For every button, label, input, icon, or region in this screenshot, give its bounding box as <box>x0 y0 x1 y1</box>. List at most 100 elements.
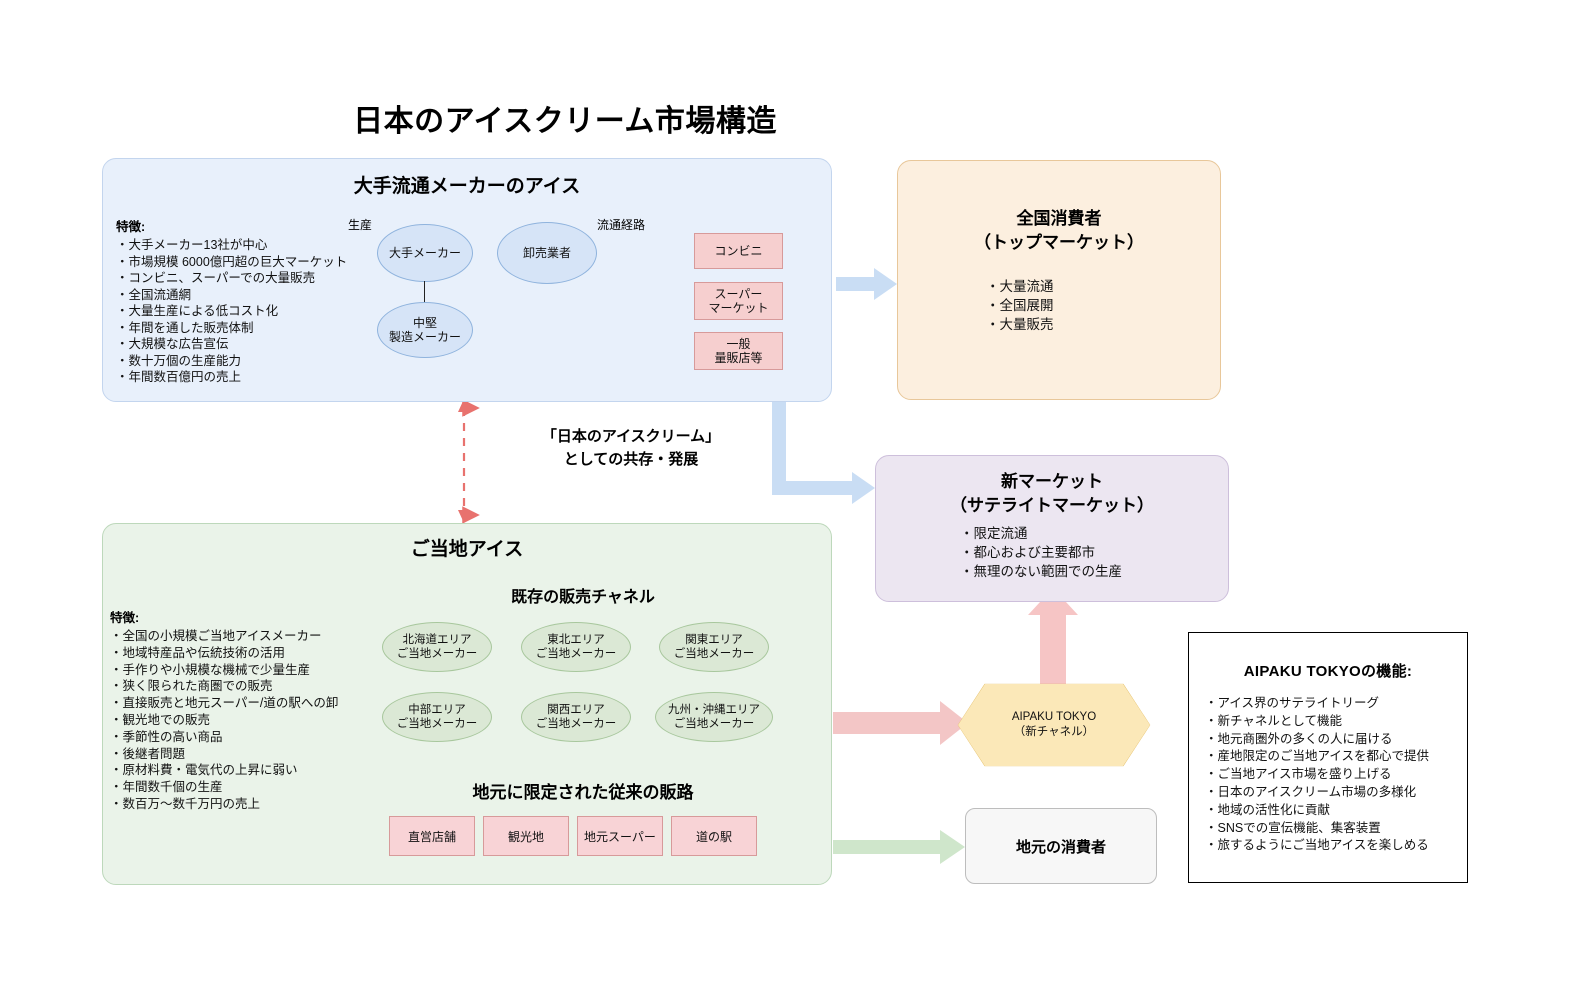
region-tohoku-line1: 東北エリア <box>547 633 605 646</box>
list-item: ・季節性の高い商品 <box>110 729 223 744</box>
region-hokkaido: 北海道エリア ご当地メーカー <box>382 622 492 672</box>
dashed-arrow-head-down <box>458 510 470 523</box>
channel-conveni-box: コンビニ <box>694 233 783 269</box>
list-item: ・旅するようにご当地アイスを楽しめる <box>1205 838 1429 853</box>
satellite-market-bullets: ・限定流通 ・都心および主要都市 ・無理のない範囲での生産 <box>960 524 1122 581</box>
channel-conveni-label: コンビニ <box>714 244 763 258</box>
list-item: ・都心および主要都市 <box>960 545 1095 560</box>
channel-mass-retail-line2: 量販店等 <box>714 351 763 365</box>
top-market-title-line1: 全国消費者 <box>1016 209 1102 228</box>
list-item: ・観光地での販売 <box>110 712 211 727</box>
region-tohoku: 東北エリア ご当地メーカー <box>521 622 631 672</box>
node-mid-maker-label-line1: 中堅 <box>412 316 437 330</box>
list-item: ・数百万～数千万円の売上 <box>110 796 261 811</box>
satellite-market-title: 新マーケット （サテライトマーケット） <box>876 470 1228 518</box>
region-tohoku-line2: ご当地メーカー <box>535 648 617 660</box>
region-kanto-line2: ご当地メーカー <box>673 648 755 660</box>
node-major-maker: 大手メーカー <box>377 224 473 282</box>
existing-channel-heading: 既存の販売チャネル <box>511 589 655 606</box>
region-kyushu-okinawa-line1: 九州・沖縄エリア <box>668 703 760 716</box>
list-item: ・新チャネルとして機能 <box>1205 713 1343 728</box>
list-item: ・大手メーカー13社が中心 <box>116 238 268 252</box>
node-major-maker-label: 大手メーカー <box>388 246 461 260</box>
region-kanto: 関東エリア ご当地メーカー <box>659 622 769 672</box>
top-market-title-line2: （トップマーケット） <box>974 233 1144 252</box>
production-label: 生産 <box>348 218 373 232</box>
region-kanto-line1: 関東エリア <box>685 633 743 646</box>
list-item: ・手作りや小規模な機械で少量生産 <box>110 662 311 677</box>
list-item: ・大量流通 <box>986 279 1054 294</box>
list-item: ・大量販売 <box>986 317 1054 332</box>
node-wholesaler-label: 卸売業者 <box>522 246 571 260</box>
region-kyushu-okinawa: 九州・沖縄エリア ご当地メーカー <box>655 692 773 742</box>
list-item: ・年間数百億円の売上 <box>116 370 242 384</box>
aipaku-tokyo-name: AIPAKU TOKYO <box>1011 711 1097 723</box>
page-title: 日本のアイスクリーム市場構造 <box>353 105 777 138</box>
list-item: ・ご当地アイス市場を盛り上げる <box>1205 767 1392 782</box>
major-features-list: ・大手メーカー13社が中心 ・市場規模 6000億円超の巨大マーケット ・コンビ… <box>116 237 347 386</box>
local-features-block: 特徴: ・全国の小規模ご当地アイスメーカー ・地域特産品や伝統技術の活用 ・手作… <box>110 607 338 813</box>
list-item: ・直接販売と地元スーパー/道の駅への卸 <box>110 696 339 711</box>
list-item: ・大規模な広告宣伝 <box>116 337 229 351</box>
coexistence-caption: 「日本のアイスクリーム」 としての共存・発展 <box>466 425 796 471</box>
satellite-market-panel: 新マーケット （サテライトマーケット） ・限定流通 ・都心および主要都市 ・無理… <box>875 455 1229 602</box>
top-market-bullets: ・大量流通 ・全国展開 ・大量販売 <box>986 277 1054 334</box>
list-item: ・原材料費・電気代の上昇に弱い <box>110 763 298 778</box>
node-mid-maker-label-line2: 製造メーカー <box>388 330 461 344</box>
node-mid-maker: 中堅 製造メーカー <box>377 302 473 358</box>
local-features-heading: 特徴: <box>110 611 140 625</box>
channel-mass-retail-line1: 一般 <box>726 337 751 351</box>
region-kansai-line2: ご当地メーカー <box>535 718 617 730</box>
satellite-market-title-line2: （サテライトマーケット） <box>950 496 1154 515</box>
local-features-list: ・全国の小規模ご当地アイスメーカー ・地域特産品や伝統技術の活用 ・手作りや小規… <box>110 628 338 813</box>
arrow-aipaku-to-satellite <box>1028 588 1078 684</box>
node-wholesaler: 卸売業者 <box>497 222 597 284</box>
list-item: ・地域特産品や伝統技術の活用 <box>110 645 286 660</box>
route-tourist-spot: 観光地 <box>483 816 569 856</box>
region-kyushu-okinawa-line2: ご当地メーカー <box>673 718 755 730</box>
top-market-panel: 全国消費者 （トップマーケット） ・大量流通 ・全国展開 ・大量販売 <box>897 160 1221 400</box>
list-item: ・年間数千個の生産 <box>110 780 223 795</box>
connector-major-to-mid <box>424 281 425 303</box>
list-item: ・限定流通 <box>960 526 1028 541</box>
local-consumer-label: 地元の消費者 <box>1015 838 1106 856</box>
arrow-major-to-topmarket <box>836 268 897 300</box>
route-local-supermarket-label: 地元スーパー <box>584 829 656 844</box>
region-hokkaido-line2: ご当地メーカー <box>396 648 478 660</box>
channel-mass-retail-box: 一般 量販店等 <box>694 332 783 370</box>
list-item: ・地元商圏外の多くの人に届ける <box>1205 731 1393 746</box>
major-features-block: 特徴: ・大手メーカー13社が中心 ・市場規模 6000億円超の巨大マーケット … <box>116 216 347 386</box>
list-item: ・市場規模 6000億円超の巨大マーケット <box>116 254 348 269</box>
route-direct-store: 直営店舗 <box>389 816 475 856</box>
list-item: ・数十万個の生産能力 <box>116 353 242 368</box>
channel-supermarket-line1: スーパー <box>714 287 763 301</box>
region-hokkaido-line1: 北海道エリア <box>402 633 472 646</box>
region-chubu-line1: 中部エリア <box>408 703 466 716</box>
channel-supermarket-line2: マーケット <box>708 301 769 315</box>
route-michi-no-eki-label: 道の駅 <box>695 829 732 844</box>
local-route-heading: 地元に限定された従来の販路 <box>472 783 694 802</box>
list-item: ・SNSでの宣伝機能、集客装置 <box>1205 820 1381 835</box>
distribution-route-label: 流通経路 <box>597 218 646 232</box>
region-chubu: 中部エリア ご当地メーカー <box>382 692 492 742</box>
list-item: ・日本のアイスクリーム市場の多様化 <box>1205 784 1417 799</box>
list-item: ・全国の小規模ご当地アイスメーカー <box>110 629 322 643</box>
list-item: ・狭く限られた商圏での販売 <box>110 679 273 694</box>
region-kansai-line1: 関西エリア <box>547 703 605 716</box>
local-consumer-box: 地元の消費者 <box>965 808 1157 884</box>
list-item: ・アイス界のサテライトリーグ <box>1205 696 1380 710</box>
list-item: ・地域の活性化に貢献 <box>1205 802 1331 817</box>
coexistence-caption-line2: としての共存・発展 <box>563 451 699 468</box>
aipaku-tokyo-node: AIPAKU TOKYO （新チャネル） <box>958 684 1150 766</box>
major-features-heading: 特徴: <box>116 220 146 234</box>
route-local-supermarket: 地元スーパー <box>577 816 663 856</box>
list-item: ・全国流通網 <box>116 287 192 302</box>
top-market-title: 全国消費者 （トップマーケット） <box>898 207 1220 255</box>
list-item: ・コンビニ、スーパーでの大量販売 <box>116 271 316 285</box>
satellite-market-title-line1: 新マーケット <box>1001 472 1103 491</box>
list-item: ・無理のない範囲での生産 <box>960 564 1122 579</box>
route-tourist-spot-label: 観光地 <box>507 829 544 844</box>
local-panel-title: ご当地アイス <box>410 539 524 560</box>
channel-supermarket-box: スーパー マーケット <box>694 282 783 320</box>
